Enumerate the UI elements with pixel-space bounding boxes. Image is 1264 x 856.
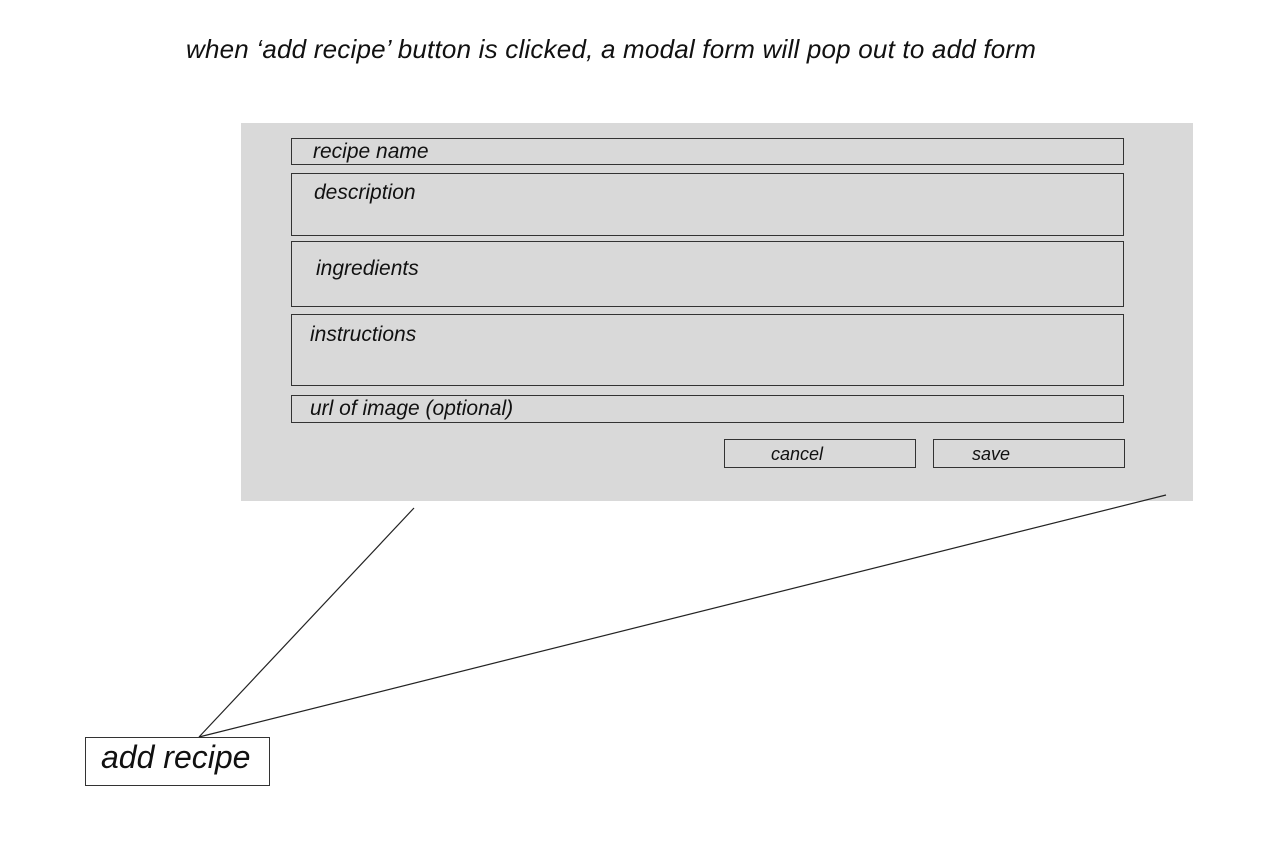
ingredients-field[interactable]: ingredients	[291, 241, 1124, 307]
image-url-placeholder: url of image (optional)	[310, 397, 514, 420]
recipe-name-field[interactable]: recipe name	[291, 138, 1124, 165]
cancel-button[interactable]: cancel	[724, 439, 916, 468]
annotation-note: when ‘add recipe’ button is clicked, a m…	[186, 34, 1037, 64]
instructions-field[interactable]: instructions	[291, 314, 1124, 386]
save-button-label: save	[972, 444, 1011, 464]
description-placeholder: description	[314, 181, 416, 204]
add-recipe-button-label: add recipe	[101, 739, 251, 775]
description-field[interactable]: description	[291, 173, 1124, 236]
instructions-placeholder: instructions	[310, 323, 417, 346]
image-url-field[interactable]: url of image (optional)	[291, 395, 1124, 423]
ingredients-placeholder: ingredients	[316, 257, 419, 280]
save-button[interactable]: save	[933, 439, 1125, 468]
add-recipe-button[interactable]: add recipe	[85, 737, 270, 786]
cancel-button-label: cancel	[771, 444, 824, 464]
recipe-name-placeholder: recipe name	[313, 140, 429, 163]
add-recipe-modal: recipe name description ingredients inst…	[241, 123, 1193, 501]
connector-line-right	[198, 494, 1167, 738]
connector-line-left	[198, 507, 415, 738]
